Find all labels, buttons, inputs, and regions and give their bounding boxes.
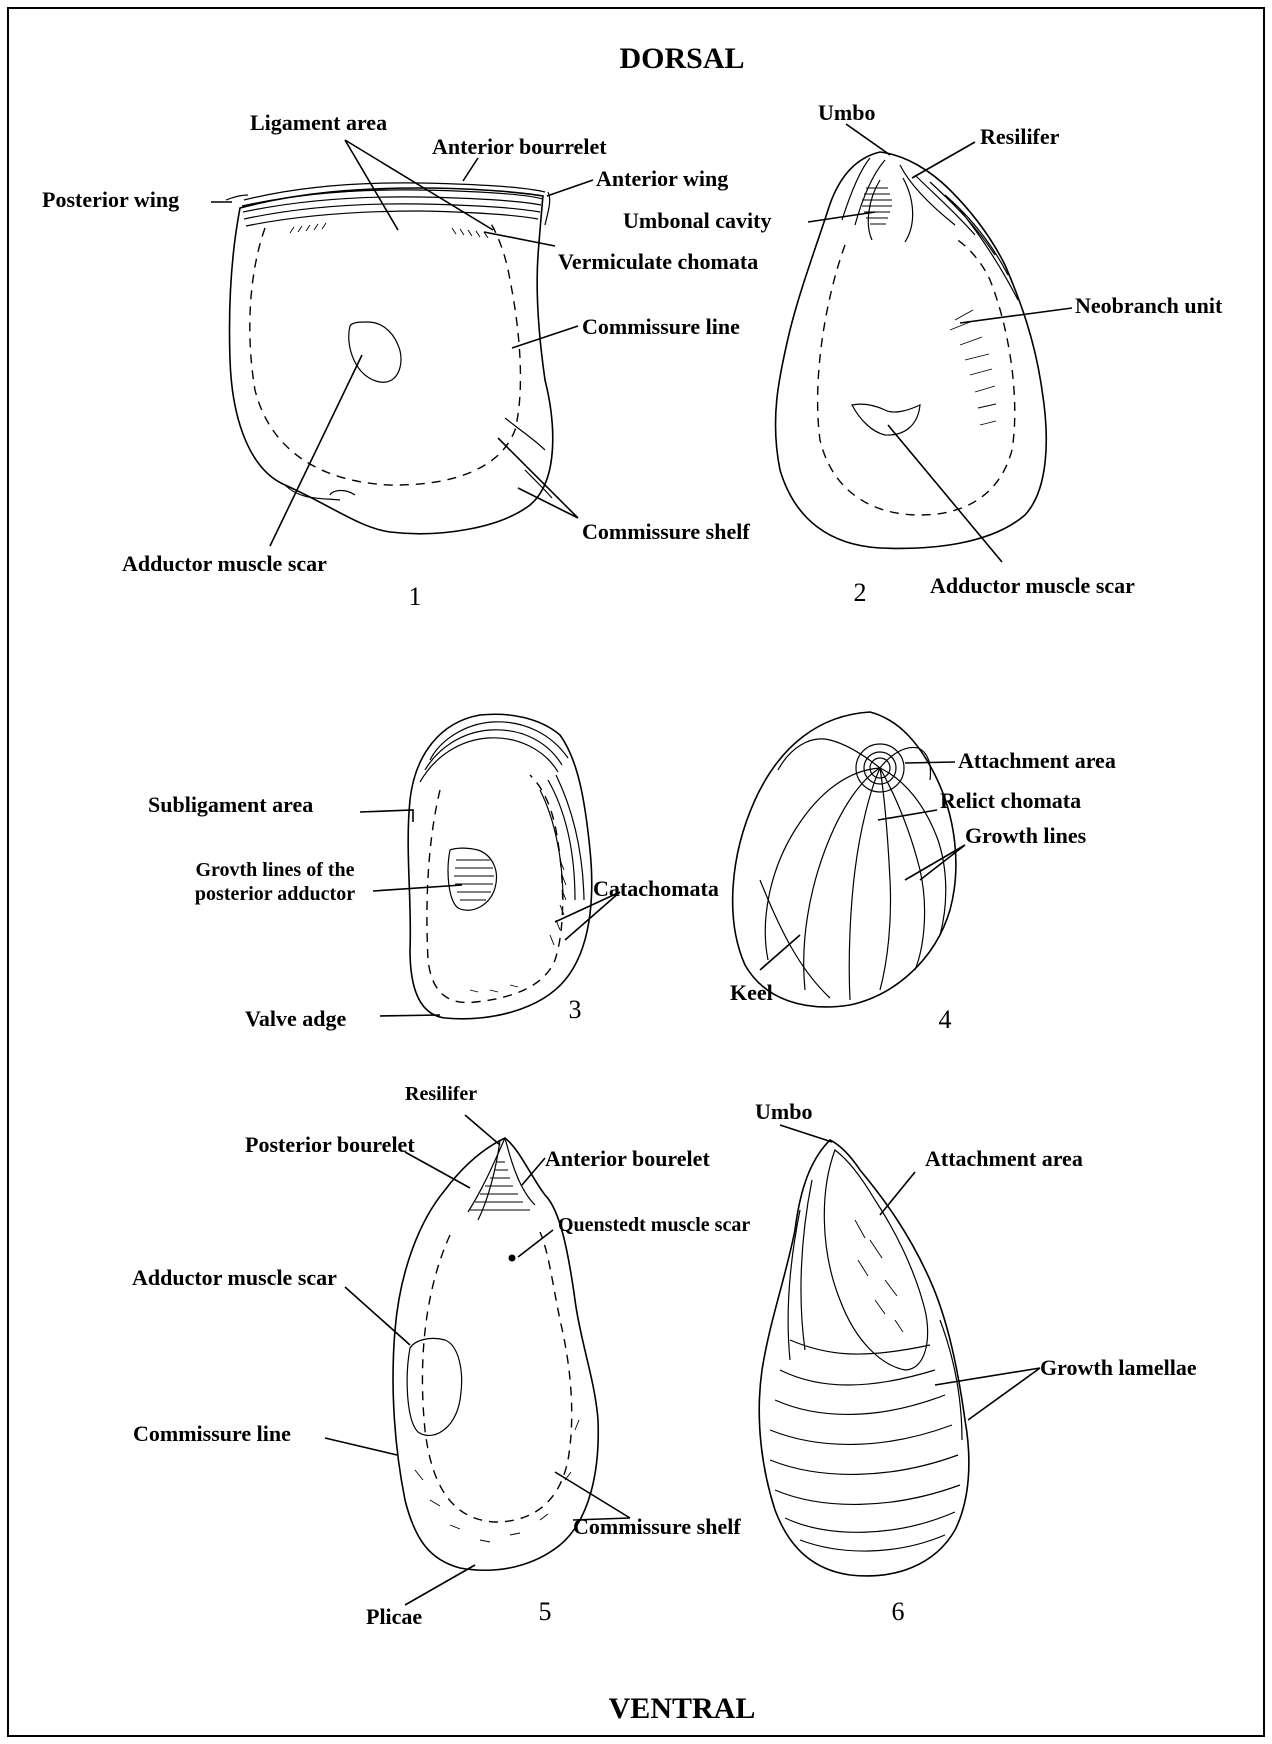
label-catachomata: Catachomata [593, 876, 719, 901]
dorsal-heading: DORSAL [619, 42, 744, 75]
leader-umbo-2 [846, 124, 890, 155]
leader-plicae [405, 1565, 475, 1605]
label-umbo-6: Umbo [755, 1099, 812, 1124]
label-anterior-bourrelet: Anterior bourrelet [432, 134, 607, 159]
label-relict-chomata: Relict chomata [940, 788, 1081, 813]
ventral-heading: VENTRAL [609, 1692, 756, 1725]
figure-3-number: 3 [569, 995, 582, 1024]
figure-5-drawing [393, 1138, 598, 1570]
label-commissure-shelf-1: Commissure shelf [582, 519, 750, 544]
leader-resilifer-5 [465, 1115, 500, 1145]
figure-4-number: 4 [939, 1005, 952, 1034]
leader-attachment-area-6 [880, 1172, 915, 1215]
leader-umbo-6 [780, 1125, 832, 1142]
label-adductor-scar-1: Adductor muscle scar [122, 551, 327, 576]
label-quenstedt-scar: Quenstedt muscle scar [558, 1214, 750, 1236]
leader-commissure-line-5 [325, 1438, 397, 1455]
label-valve-adge: Valve adge [245, 1006, 346, 1031]
label-umbo-2: Umbo [818, 100, 875, 125]
label-posterior-bourelet: Posterior bourelet [245, 1132, 415, 1157]
label-posterior-wing: Posterior wing [42, 187, 179, 212]
figure-4-drawing [733, 712, 956, 1007]
label-commissure-line-5: Commissure line [133, 1421, 291, 1446]
label-anterior-wing: Anterior wing [596, 166, 728, 191]
label-subligament-area: Subligament area [148, 792, 313, 817]
label-growth-lines-2: posterior adductor [195, 883, 355, 905]
label-commissure-shelf-5: Commissure shelf [573, 1514, 741, 1539]
label-resilifer-5: Resilifer [405, 1083, 477, 1105]
label-adductor-scar-5: Adductor muscle scar [132, 1265, 337, 1290]
figure-6-number: 6 [892, 1597, 905, 1626]
leader-subligament-area [360, 810, 413, 822]
label-vermiculate-chomata: Vermiculate chomata [558, 249, 758, 274]
label-growth-lines-4: Growth lines [965, 823, 1087, 848]
label-neobranch-unit: Neobranch unit [1075, 293, 1223, 318]
label-umbonal-cavity: Umbonal cavity [623, 208, 772, 233]
label-anterior-bourelet: Anterior bourelet [545, 1146, 710, 1171]
leader-anterior-bourrelet [463, 158, 478, 181]
figure-2-drawing [775, 152, 1046, 548]
figure-2-number: 2 [854, 578, 867, 607]
label-commissure-line-1: Commissure line [582, 314, 740, 339]
label-keel: Keel [730, 980, 773, 1005]
figure-1-number: 1 [409, 582, 422, 611]
label-attachment-area-4: Attachment area [958, 748, 1116, 773]
label-attachment-area-6: Attachment area [925, 1146, 1083, 1171]
leader-resilifer-2 [912, 142, 975, 178]
figure-5-number: 5 [539, 1597, 552, 1626]
figure-6-drawing [759, 1140, 969, 1576]
figure-3-drawing [408, 714, 592, 1018]
leader-valve-adge [380, 1015, 440, 1016]
label-growth-lamellae: Growth lamellae [1040, 1355, 1197, 1380]
label-growth-lines-1: Grovth lines of the [195, 859, 354, 881]
leader-attachment-area-4 [905, 762, 955, 763]
label-adductor-scar-2: Adductor muscle scar [930, 573, 1135, 598]
leader-anterior-wing [547, 180, 593, 196]
label-ligament-area: Ligament area [250, 110, 387, 135]
label-resilifer-2: Resilifer [980, 124, 1060, 149]
leader-posterior-bourelet [405, 1152, 470, 1188]
label-plicae: Plicae [366, 1604, 422, 1629]
